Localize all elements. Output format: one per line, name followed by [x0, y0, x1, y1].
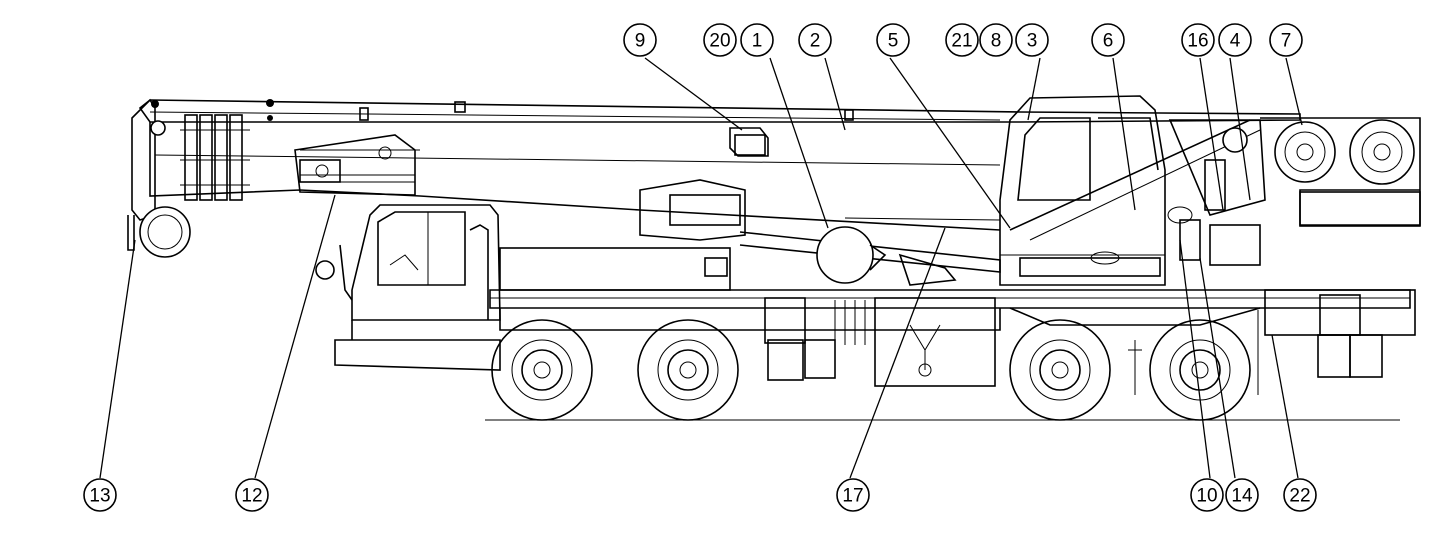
callout-22: 22 [1283, 478, 1317, 512]
carrier-chassis [485, 247, 1416, 421]
callout-21-label: 21 [951, 31, 972, 52]
callout-14-label: 14 [1231, 486, 1253, 507]
callout-17: 17 [836, 478, 870, 512]
callout-4-label: 4 [1230, 31, 1241, 52]
telescopic-boom [138, 99, 1301, 231]
winches [1260, 117, 1421, 227]
callout-9-label: 9 [635, 31, 646, 52]
callout-9: 9 [623, 23, 657, 57]
wheel-4 [1149, 319, 1251, 421]
callout-2-label: 2 [810, 31, 821, 52]
winch-1 [1274, 121, 1336, 183]
leader-lines [99, 57, 1303, 479]
callout-7-label: 7 [1281, 31, 1292, 52]
wheel-3 [1009, 319, 1111, 421]
callout-7: 7 [1269, 23, 1303, 57]
callout-3: 3 [1015, 23, 1049, 57]
callout-1-label: 1 [752, 31, 763, 52]
callout-8: 8 [979, 23, 1013, 57]
callout-13: 13 [83, 478, 117, 512]
callout-6: 6 [1091, 23, 1125, 57]
callout-6-label: 6 [1103, 31, 1114, 52]
callout-1: 1 [740, 23, 774, 57]
callout-10-label: 10 [1196, 486, 1217, 507]
callout-12: 12 [235, 478, 269, 512]
callout-17-label: 17 [842, 486, 863, 507]
callout-16-label: 16 [1187, 31, 1208, 52]
callout-8-label: 8 [991, 31, 1002, 52]
boom-head [127, 98, 274, 258]
callout-12-label: 12 [241, 486, 262, 507]
callout-5: 5 [876, 23, 910, 57]
callout-10: 10 [1190, 478, 1224, 512]
callout-21: 21 [945, 23, 979, 57]
callout-5-label: 5 [888, 31, 899, 52]
carrier-cab [315, 204, 501, 371]
callout-4: 4 [1218, 23, 1252, 57]
callout-20-label: 20 [709, 31, 730, 52]
winch-2 [1349, 119, 1415, 185]
callout-14: 14 [1225, 478, 1259, 512]
callout-13-label: 13 [89, 486, 110, 507]
callout-3-label: 3 [1027, 31, 1038, 52]
wheels [491, 319, 1251, 421]
derricking-cylinder [639, 179, 1001, 286]
wheel-2 [637, 319, 739, 421]
callout-20: 20 [703, 23, 737, 57]
callout-16: 16 [1181, 23, 1215, 57]
callout-2: 2 [798, 23, 832, 57]
callout-22-label: 22 [1289, 486, 1310, 507]
wheel-1 [491, 319, 593, 421]
